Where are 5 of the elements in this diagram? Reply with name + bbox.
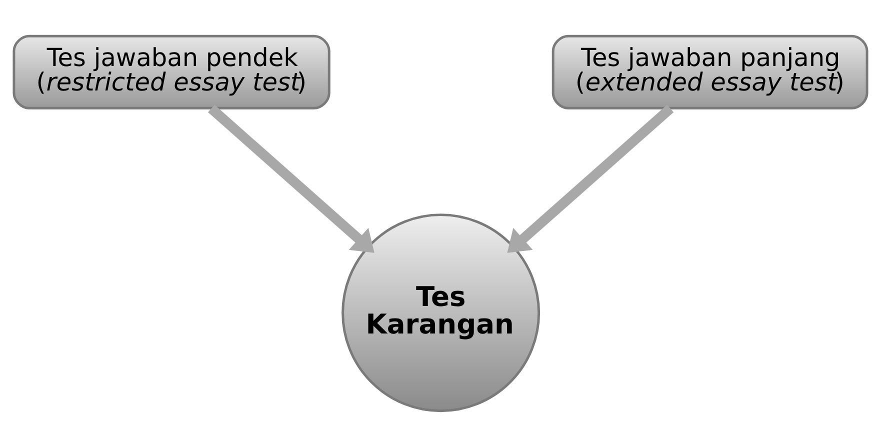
node-circle: Tes Karangan [341, 213, 540, 412]
node-box: Tes jawaban panjang (extended essay test) [551, 34, 868, 109]
arrow [207, 104, 374, 252]
node-box: Tes jawaban pendek (restricted essay test) [12, 34, 330, 109]
arrow [506, 104, 674, 252]
